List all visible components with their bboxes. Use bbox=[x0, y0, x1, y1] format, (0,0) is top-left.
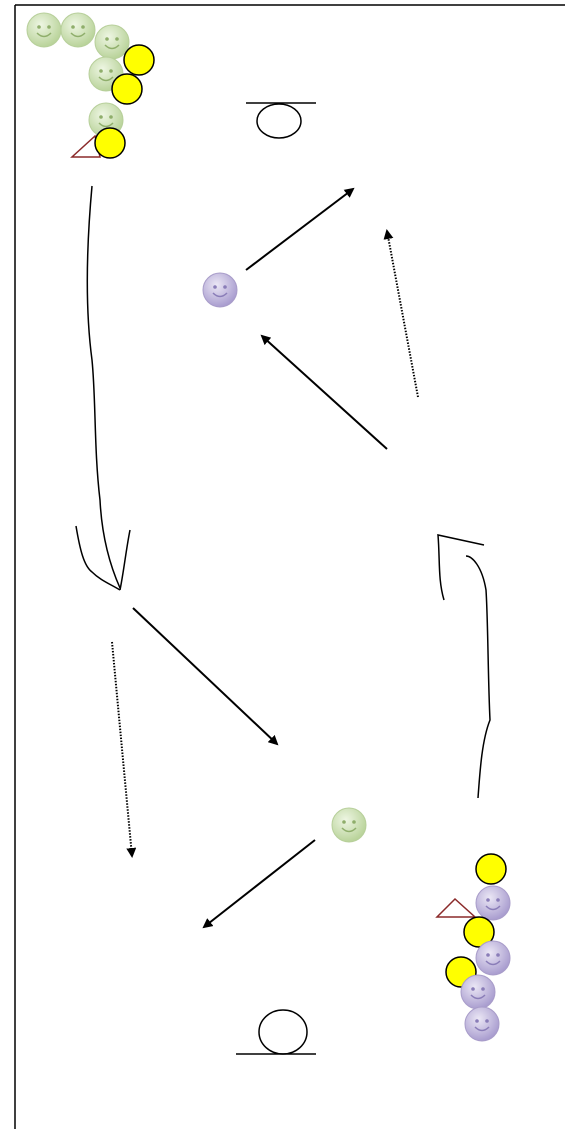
goal-bottom-icon bbox=[236, 1009, 316, 1055]
purple-player-icon bbox=[475, 885, 511, 921]
run-path-right bbox=[465, 555, 491, 799]
pass-arrow bbox=[260, 334, 388, 450]
purple-player-icon bbox=[475, 940, 511, 976]
dribble-arrow bbox=[111, 641, 137, 858]
cone-icon bbox=[435, 897, 477, 918]
green-player-icon bbox=[26, 12, 62, 48]
ball-icon bbox=[123, 44, 155, 76]
green-player-icon bbox=[60, 12, 96, 48]
ball-icon bbox=[94, 127, 126, 159]
run-path-right-curl bbox=[437, 534, 485, 601]
goal-top-icon bbox=[246, 102, 316, 139]
green-player-icon bbox=[94, 24, 130, 60]
purple-player-icon bbox=[460, 974, 496, 1010]
ball-icon bbox=[463, 916, 495, 948]
purple-player-icon bbox=[202, 272, 238, 308]
pass-arrow bbox=[245, 187, 355, 271]
dribble-arrow bbox=[383, 229, 419, 398]
pass-arrow bbox=[202, 839, 316, 929]
pass-arrow bbox=[132, 607, 279, 746]
ball-icon bbox=[475, 853, 507, 885]
green-player-icon bbox=[331, 807, 367, 843]
purple-player-icon bbox=[464, 1006, 500, 1042]
run-path-left-curl bbox=[75, 525, 131, 591]
run-path-left bbox=[86, 185, 121, 589]
ball-icon bbox=[111, 73, 143, 105]
